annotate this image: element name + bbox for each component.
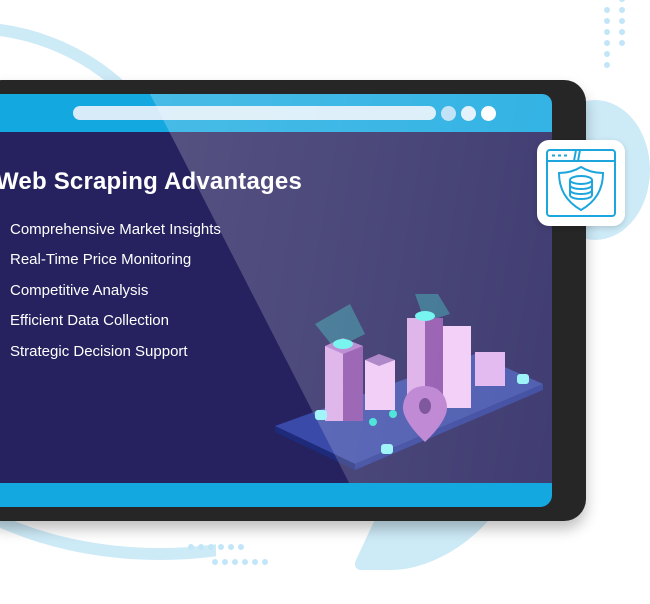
decorative-dots-bottom — [188, 544, 244, 550]
list-item: •Strategic Decision Support — [0, 336, 221, 367]
address-bar — [73, 106, 436, 120]
window-dot-3 — [481, 106, 496, 121]
tablet-screen: Web Scraping Advantages •Comprehensive M… — [0, 94, 552, 507]
list-item: •Real-Time Price Monitoring — [0, 245, 221, 276]
database-shield-icon — [546, 149, 616, 217]
browser-bottom-bar — [0, 483, 552, 507]
decorative-dots-bottom-2 — [212, 559, 268, 565]
browser-top-bar — [0, 94, 552, 132]
database-shield-badge — [537, 140, 625, 226]
bullet: • — [0, 253, 10, 267]
city-location-illustration — [275, 294, 543, 470]
slide-title: Web Scraping Advantages — [0, 168, 303, 195]
bullet: • — [0, 222, 10, 236]
bullet: • — [0, 344, 10, 358]
window-dot-2 — [461, 106, 476, 121]
tablet-frame: Web Scraping Advantages •Comprehensive M… — [0, 80, 586, 521]
decorative-dots-top-right — [604, 0, 625, 68]
advantages-list: •Comprehensive Market Insights •Real-Tim… — [0, 214, 221, 367]
bullet: • — [0, 283, 10, 297]
bullet: • — [0, 314, 10, 328]
window-dot-1 — [441, 106, 456, 121]
list-item: •Efficient Data Collection — [0, 306, 221, 337]
list-item: •Comprehensive Market Insights — [0, 214, 221, 245]
list-item: •Competitive Analysis — [0, 275, 221, 306]
